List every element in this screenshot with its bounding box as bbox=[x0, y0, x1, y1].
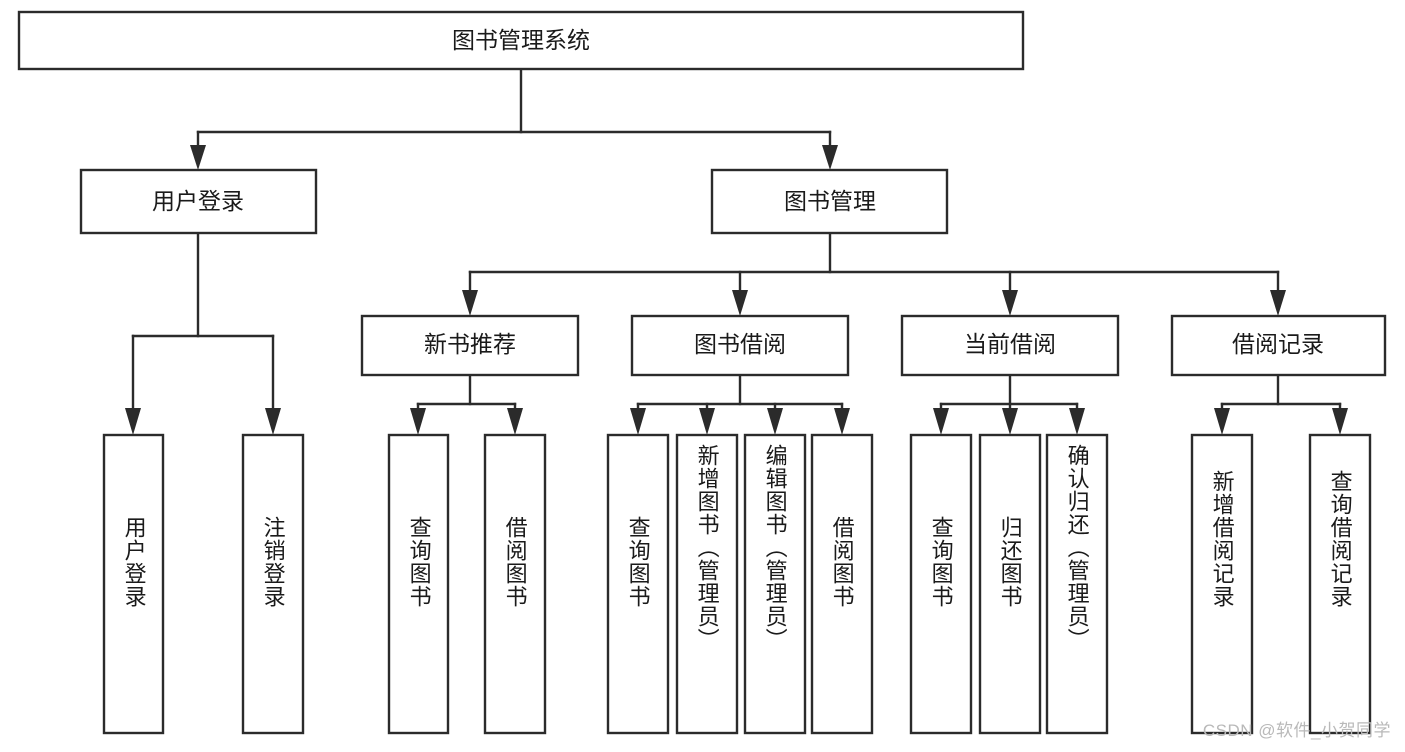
node-current-borrow-box[interactable] bbox=[900, 314, 1120, 377]
node-user-login-box[interactable] bbox=[79, 168, 318, 235]
leaf-logout-login-box[interactable] bbox=[241, 433, 305, 735]
leaf-query-record-box[interactable] bbox=[1308, 433, 1372, 735]
node-book-borrow-label: 图书借阅 bbox=[694, 331, 786, 357]
arrow-head-leaf-borrow-book-2 bbox=[834, 408, 850, 435]
node-book-borrow-box[interactable] bbox=[630, 314, 850, 377]
arrow-head-leaf-query-book-1 bbox=[410, 408, 426, 435]
arrow-head-leaf-query-record bbox=[1332, 408, 1348, 435]
watermark-text: CSDN @软件_小贺同学 bbox=[1202, 721, 1391, 740]
node-book-manage[interactable]: 图书管理 bbox=[710, 168, 949, 235]
node-current-borrow[interactable]: 当前借阅 bbox=[900, 314, 1120, 377]
leaf-return-book-box[interactable] bbox=[978, 433, 1042, 735]
node-root-box[interactable] bbox=[17, 10, 1025, 71]
node-book-manage-label: 图书管理 bbox=[784, 188, 876, 214]
arrow-head-leaf-edit-book bbox=[767, 408, 783, 435]
arrow-head-book-manage bbox=[822, 145, 838, 170]
node-root-label: 图书管理系统 bbox=[452, 27, 590, 53]
arrow-head-new-book-recommend bbox=[462, 290, 478, 316]
arrow-head-leaf-user-login bbox=[125, 408, 141, 435]
arrow-head-leaf-logout-login bbox=[265, 408, 281, 435]
leaf-boxes-layer bbox=[102, 433, 1372, 735]
arrow-head-leaf-return-book bbox=[1002, 408, 1018, 435]
arrow-head-leaf-add-record bbox=[1214, 408, 1230, 435]
leaf-query-book-3-box[interactable] bbox=[909, 433, 973, 735]
arrow-head-leaf-query-book-3 bbox=[933, 408, 949, 435]
leaf-borrow-book-2-box[interactable] bbox=[810, 433, 874, 735]
leaf-edit-book-box[interactable] bbox=[743, 433, 807, 735]
arrow-head-leaf-borrow-book-1 bbox=[507, 408, 523, 435]
leaf-add-record-box[interactable] bbox=[1190, 433, 1254, 735]
arrow-head-current-borrow bbox=[1002, 290, 1018, 316]
node-user-login[interactable]: 用户登录 bbox=[79, 168, 318, 235]
node-current-borrow-label: 当前借阅 bbox=[964, 331, 1056, 357]
leaf-query-book-2-box[interactable] bbox=[606, 433, 670, 735]
node-book-manage-box[interactable] bbox=[710, 168, 949, 235]
leaf-add-book-box[interactable] bbox=[675, 433, 739, 735]
node-borrow-record-label: 借阅记录 bbox=[1232, 331, 1324, 357]
node-root[interactable]: 图书管理系统 bbox=[17, 10, 1025, 71]
leaf-confirm-return-box[interactable] bbox=[1045, 433, 1109, 735]
node-new-book-recommend-label: 新书推荐 bbox=[424, 331, 516, 357]
node-borrow-record[interactable]: 借阅记录 bbox=[1170, 314, 1387, 377]
arrow-head-leaf-query-book-2 bbox=[630, 408, 646, 435]
node-user-login-label: 用户登录 bbox=[152, 188, 244, 214]
leaf-query-book-1-box[interactable] bbox=[387, 433, 450, 735]
node-book-borrow[interactable]: 图书借阅 bbox=[630, 314, 850, 377]
node-new-book-recommend[interactable]: 新书推荐 bbox=[360, 314, 580, 377]
node-borrow-record-box[interactable] bbox=[1170, 314, 1387, 377]
arrow-head-leaf-add-book bbox=[699, 408, 715, 435]
leaf-borrow-book-1-box[interactable] bbox=[483, 433, 547, 735]
arrow-head-user-login bbox=[190, 145, 206, 170]
arrow-head-book-borrow bbox=[732, 290, 748, 316]
arrow-head-borrow-record bbox=[1270, 290, 1286, 316]
node-new-book-recommend-box[interactable] bbox=[360, 314, 580, 377]
connector-layer bbox=[125, 67, 1348, 435]
arrow-head-leaf-confirm-return bbox=[1069, 408, 1085, 435]
leaf-user-login-box[interactable] bbox=[102, 433, 165, 735]
